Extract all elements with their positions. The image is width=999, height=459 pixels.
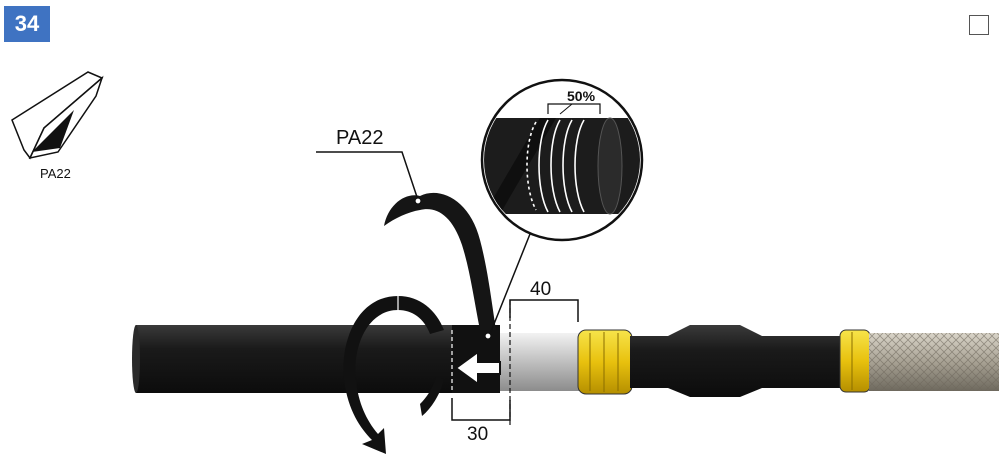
braided-sleeve [869, 333, 999, 391]
overlap-percent-label: 50% [567, 88, 596, 104]
detail-leader-line [489, 233, 531, 335]
tape-icon-label: PA22 [40, 166, 71, 181]
dimension-30-label: 30 [467, 424, 489, 445]
tape-roll-icon [11, 71, 104, 160]
tape-callout-label: PA22 [336, 127, 384, 149]
dimension-40-label: 40 [530, 279, 552, 300]
magnifier-detail-icon [480, 78, 644, 242]
yellow-tape-ring-left [577, 329, 633, 395]
dimension-40-bracket [509, 299, 579, 322]
outer-cable [132, 325, 500, 393]
insertion-arrow-icon [454, 350, 501, 386]
rotation-arrow-icon [343, 296, 444, 454]
step-done-checkbox[interactable] [969, 15, 989, 35]
yellow-tape-ring-right [839, 329, 871, 393]
exposed-insulation [500, 300, 580, 428]
step-number-badge: 34 [4, 6, 50, 42]
joint-body [630, 325, 842, 397]
dimension-30-bracket [451, 398, 511, 421]
tape-strand [384, 192, 496, 330]
pa22-leader-line [316, 151, 419, 201]
